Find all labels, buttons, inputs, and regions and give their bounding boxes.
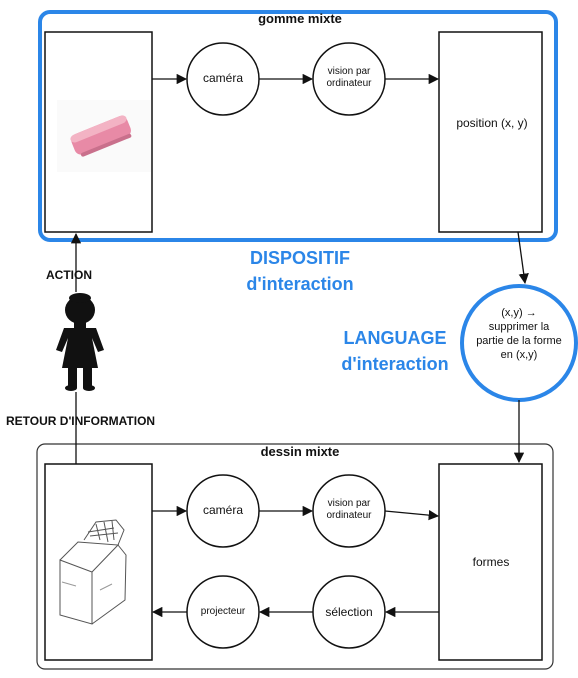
bottom-group-frame	[36, 443, 554, 670]
camera-top-label: caméra	[202, 71, 243, 85]
formes-box	[438, 463, 543, 661]
position-label: position (x, y)	[456, 116, 528, 130]
vision-bottom-label: vision par ordinateur	[326, 498, 372, 521]
vision-top-label: vision par ordinateur	[326, 66, 372, 89]
language-circle-label: (x,y) → supprimer la partie de la forme …	[476, 307, 562, 361]
dispositif-sub-label: d'interaction	[246, 274, 354, 294]
retour-label: RETOUR D'INFORMATION	[6, 414, 156, 428]
language-sub-label: d'interaction	[341, 354, 449, 374]
position-box	[438, 31, 543, 233]
formes-label: formes	[472, 555, 510, 569]
action-label: ACTION	[46, 268, 92, 282]
bottom-group-title: dessin mixte	[260, 444, 340, 459]
arrow-vision-formes	[384, 509, 440, 521]
arrow-position-language	[517, 231, 529, 285]
language-label: LANGUAGE	[343, 328, 447, 348]
eraser-image	[57, 100, 151, 172]
top-group-title: gomme mixte	[258, 11, 342, 26]
sketch-box	[44, 463, 153, 661]
camera-bottom-label: caméra	[202, 503, 243, 517]
sketch-image	[59, 519, 127, 625]
selection-label: sélection	[325, 605, 373, 619]
top-group-frame	[38, 10, 558, 242]
dispositif-label: DISPOSITIF	[249, 248, 350, 268]
projecteur-label: projecteur	[200, 606, 246, 617]
person-silhouette-icon	[56, 293, 104, 391]
